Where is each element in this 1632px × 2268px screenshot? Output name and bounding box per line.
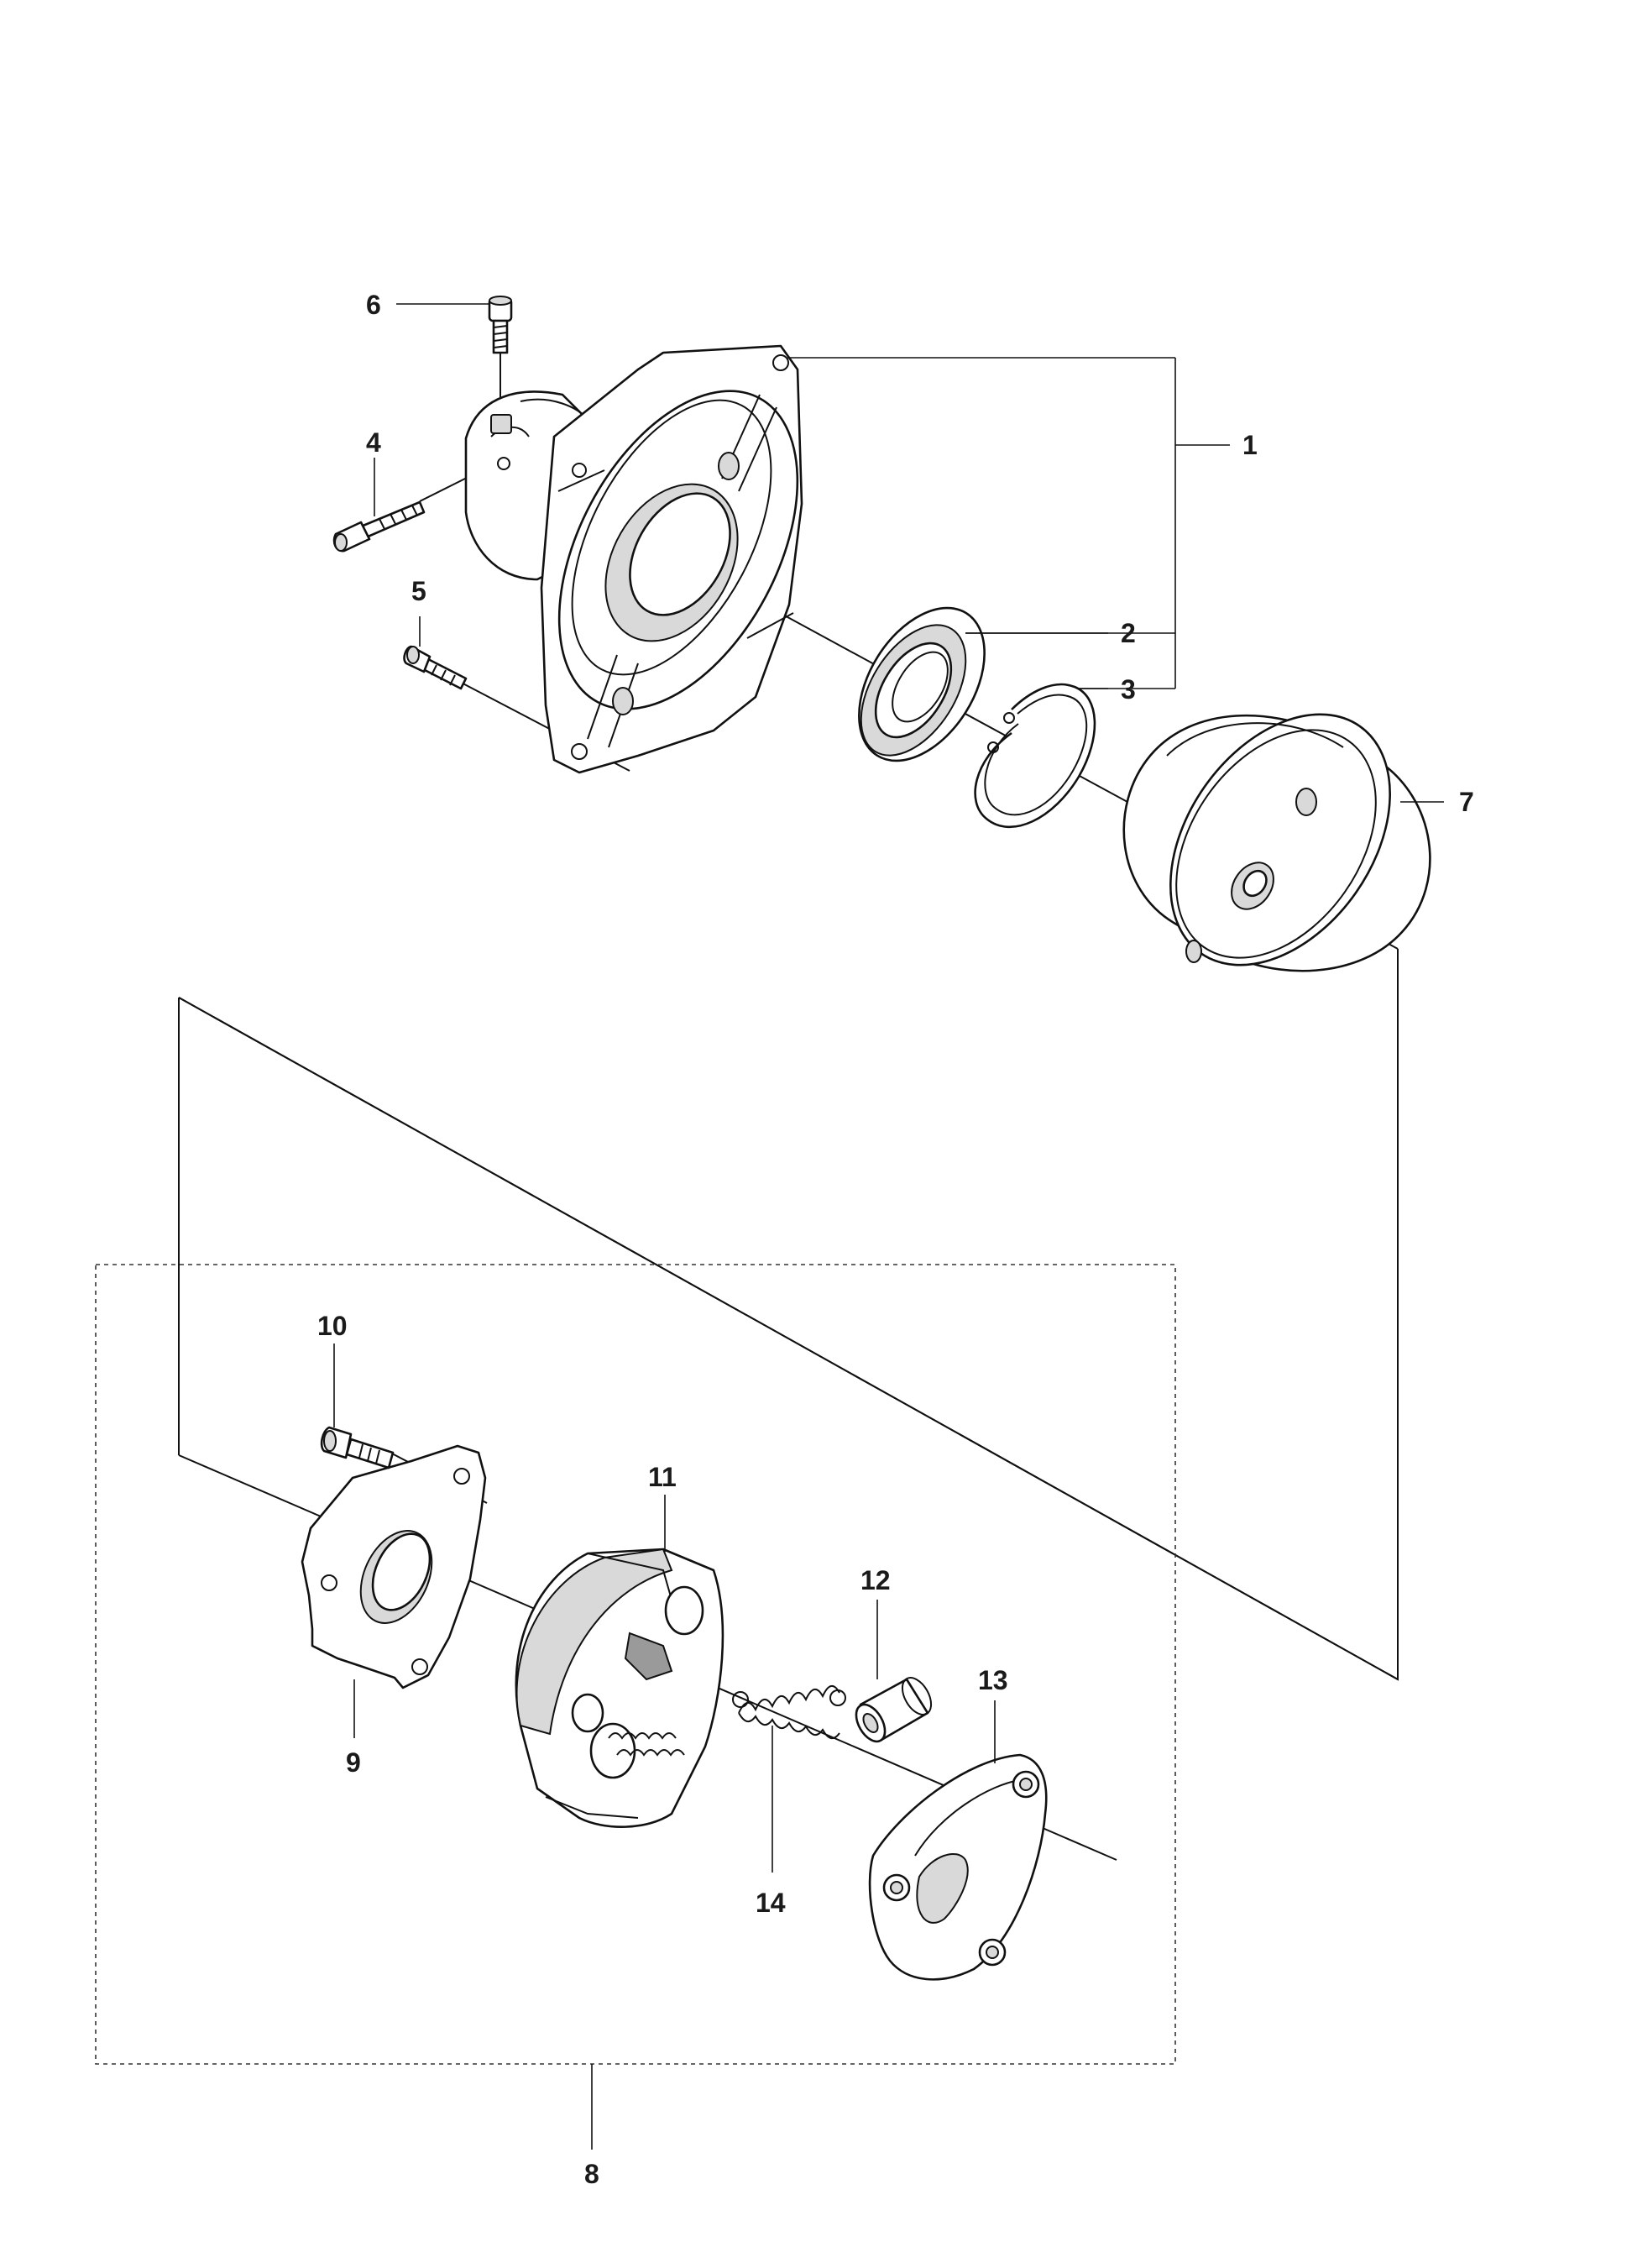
screw-5 — [403, 645, 468, 690]
circlip — [974, 683, 1096, 828]
callout-13: 13 — [978, 1665, 1008, 1695]
callout-14: 14 — [756, 1888, 786, 1918]
callout-9: 9 — [346, 1747, 361, 1778]
bearing — [858, 606, 986, 762]
leader-lines — [333, 303, 1444, 2150]
callout-8: 8 — [584, 2159, 599, 2189]
clutch-housing — [464, 344, 803, 774]
screw-6 — [488, 296, 513, 354]
callout-6: 6 — [366, 290, 381, 320]
callout-1: 1 — [1242, 430, 1258, 460]
spring — [732, 1685, 846, 1739]
washer-plate — [301, 1444, 487, 1689]
callout-12: 12 — [860, 1565, 891, 1595]
clutch-assembly-box — [95, 1264, 1176, 2065]
callout-4: 4 — [366, 427, 381, 458]
callout-5: 5 — [411, 576, 426, 606]
callout-3: 3 — [1121, 674, 1136, 704]
clutch-drum — [1122, 713, 1431, 972]
callout-2: 2 — [1121, 618, 1136, 648]
bolt-4 — [332, 500, 426, 553]
callout-labels: 1 2 3 4 5 6 7 8 9 10 11 12 13 14 — [317, 290, 1474, 2189]
bolt-10 — [320, 1426, 395, 1469]
clutch-shoes — [515, 1548, 724, 1828]
carrier-plate — [868, 1753, 1048, 1981]
callout-11: 11 — [648, 1462, 677, 1492]
callout-10: 10 — [317, 1311, 348, 1341]
spacer — [855, 1677, 933, 1743]
callout-7: 7 — [1459, 787, 1474, 817]
